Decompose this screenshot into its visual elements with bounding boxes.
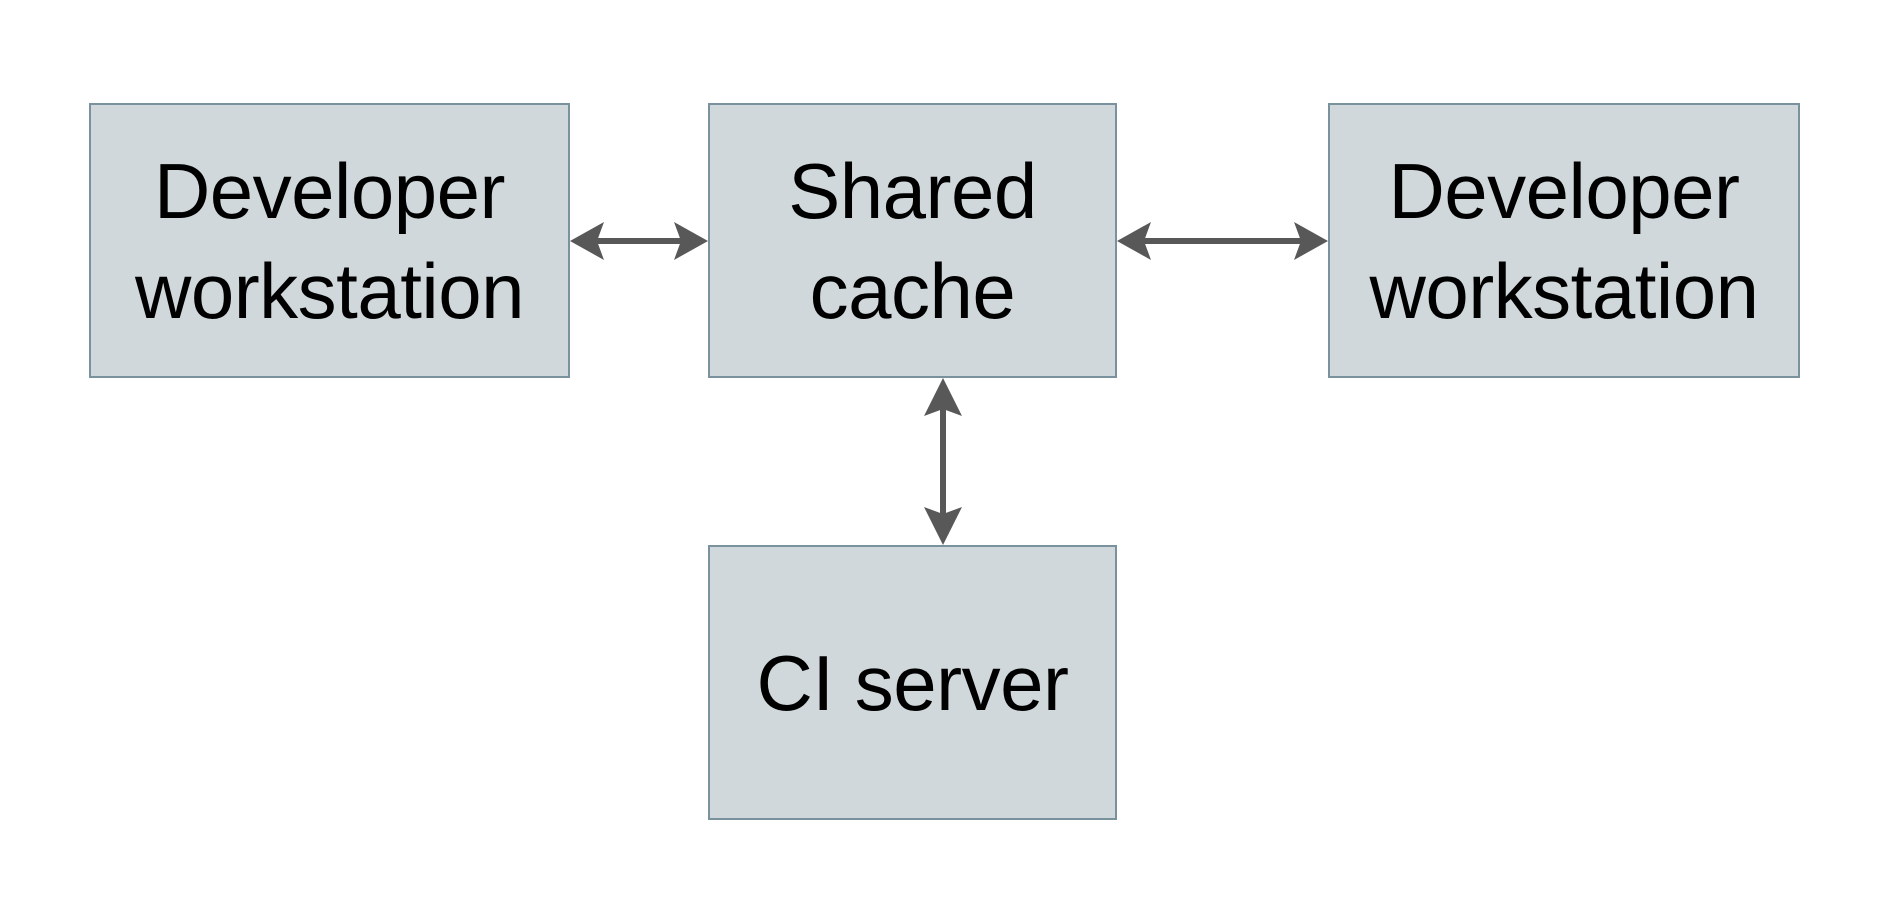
edge-shared-cache-to-ci-server-bidirectional <box>924 378 962 545</box>
arrowhead-down-icon <box>924 507 962 545</box>
node-shared-cache[interactable]: Shared cache <box>708 103 1117 378</box>
node-label: Developer workstation <box>1369 146 1760 335</box>
arrowhead-right-icon <box>674 222 708 260</box>
node-developer-workstation-right[interactable]: Developer workstation <box>1328 103 1800 378</box>
edge-shaft <box>1137 238 1308 244</box>
node-label: Shared cache <box>788 146 1037 335</box>
node-label: Developer workstation <box>135 146 525 335</box>
arrowhead-left-icon <box>1117 222 1151 260</box>
arrowhead-up-icon <box>924 378 962 416</box>
node-ci-server[interactable]: CI server <box>708 545 1117 820</box>
edge-shaft <box>940 400 946 523</box>
arrowhead-left-icon <box>570 222 604 260</box>
node-developer-workstation-left[interactable]: Developer workstation <box>89 103 570 378</box>
arrowhead-right-icon <box>1294 222 1328 260</box>
edge-shaft <box>590 238 688 244</box>
node-label: CI server <box>756 638 1069 727</box>
edge-developer-left-to-shared-cache-bidirectional <box>570 222 708 260</box>
edge-shared-cache-to-developer-right-bidirectional <box>1117 222 1328 260</box>
